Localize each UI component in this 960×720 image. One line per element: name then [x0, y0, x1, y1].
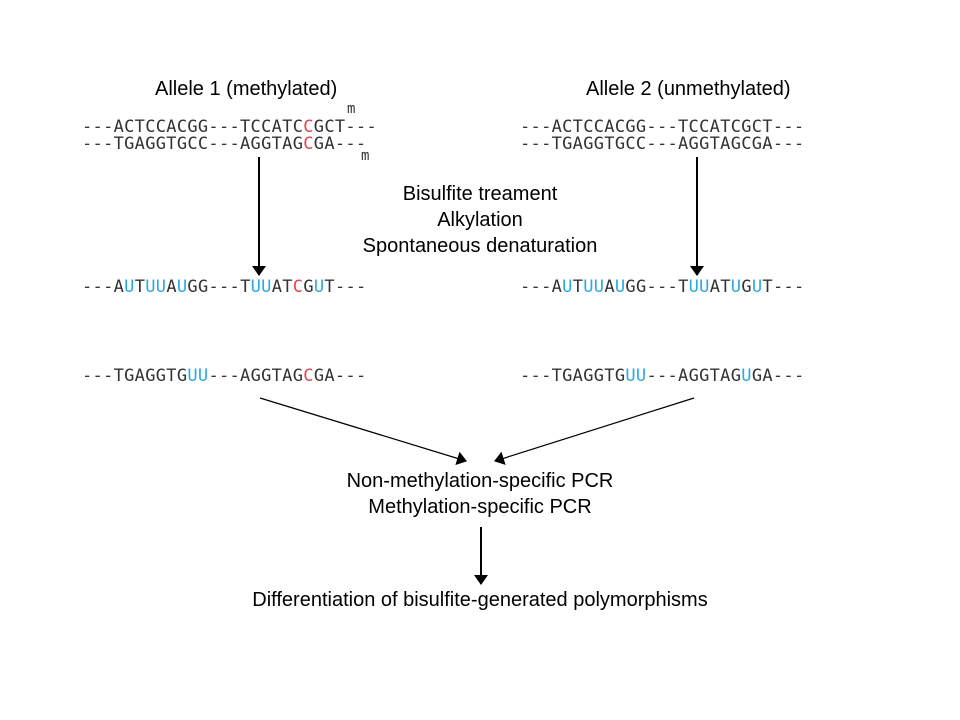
- sequence-segment: ---ACTCCACGG---TCCATC: [82, 117, 304, 137]
- allele1-converted-bottom: ---TGAGGTGUU---AGGTAGCGA---: [82, 366, 367, 386]
- sequence-segment: ---A: [82, 277, 125, 297]
- uracil-base: U: [730, 277, 742, 297]
- sequence-segment: ---TGAGGTGCC---AGGTAGCGA---: [520, 134, 805, 154]
- sequence-segment: A: [604, 277, 615, 297]
- arrow-allele2-to-pcr: [494, 397, 695, 465]
- sequence-segment: ---AGGTAG: [208, 366, 304, 386]
- treatment-step-1: Bisulfite treament: [402, 183, 558, 205]
- methyl-mark-bottom: m: [361, 148, 370, 164]
- sequence-segment: A: [166, 277, 177, 297]
- sequence-segment: GA---: [313, 366, 367, 386]
- sequence-segment: T---: [324, 277, 367, 297]
- result-text: Differentiation of bisulfite-generated p…: [252, 589, 708, 611]
- treatment-step-2: Alkylation: [437, 209, 523, 231]
- methylated-cytosine: C: [303, 134, 314, 154]
- allele1-top-strand: ---ACTCCACGG---TCCATCCGCT---: [82, 117, 377, 137]
- sequence-segment: T: [134, 277, 146, 297]
- uracil-base: U: [614, 277, 626, 297]
- sequence-segment: ---ACTCCACGG---TCCATCGCT---: [520, 117, 805, 137]
- uracil-base: U: [741, 366, 752, 386]
- sequence-segment: T---: [762, 277, 805, 297]
- sequence-segment: AT: [709, 277, 731, 297]
- allele1-converted-top: ---AUTUUAUGG---TUUATCGUT---: [82, 277, 367, 297]
- sequence-segment: T: [572, 277, 584, 297]
- sequence-segment: ---TGAGGTGCC---AGGTAG: [82, 134, 304, 154]
- sequence-segment: GG---T: [187, 277, 251, 297]
- uracil-base: UU: [145, 277, 167, 297]
- sequence-segment: G: [303, 277, 314, 297]
- sequence-segment: GA---: [313, 134, 367, 154]
- uracil-base: U: [751, 277, 763, 297]
- sequence-segment: G: [741, 277, 752, 297]
- allele1-bottom-strand: ---TGAGGTGCC---AGGTAGCGA---: [82, 134, 366, 154]
- pcr-step-1: Non-methylation-specific PCR: [346, 470, 614, 492]
- allele2-title: Allele 2 (unmethylated): [586, 78, 791, 100]
- uracil-base: UU: [250, 277, 272, 297]
- uracil-base: U: [124, 277, 135, 297]
- sequence-segment: ---A: [520, 277, 563, 297]
- uracil-base: UU: [625, 366, 647, 386]
- methyl-mark-top: m: [347, 101, 356, 117]
- allele1-title: Allele 1 (methylated): [155, 78, 338, 100]
- uracil-base: U: [562, 277, 573, 297]
- uracil-base: UU: [688, 277, 710, 297]
- uracil-base: U: [313, 277, 325, 297]
- allele2-top-strand: ---ACTCCACGG---TCCATCGCT---: [520, 117, 804, 137]
- pcr-step-2: Methylation-specific PCR: [368, 496, 592, 518]
- uracil-base: UU: [583, 277, 605, 297]
- uracil-base: UU: [187, 366, 209, 386]
- methylated-cytosine: C: [292, 277, 304, 297]
- uracil-base: U: [176, 277, 188, 297]
- arrow-allele1-to-pcr: [259, 397, 467, 466]
- sequence-segment: GG---T: [625, 277, 689, 297]
- allele2-bottom-strand: ---TGAGGTGCC---AGGTAGCGA---: [520, 134, 804, 154]
- methylated-cytosine: C: [303, 366, 314, 386]
- sequence-segment: ---TGAGGTG: [520, 366, 626, 386]
- sequence-segment: ---AGGTAG: [646, 366, 742, 386]
- sequence-segment: GA---: [751, 366, 805, 386]
- allele2-converted-bottom: ---TGAGGTGUU---AGGTAGUGA---: [520, 366, 805, 386]
- treatment-step-3: Spontaneous denaturation: [362, 235, 598, 257]
- sequence-segment: ---TGAGGTG: [82, 366, 188, 386]
- sequence-segment: GCT---: [313, 117, 377, 137]
- sequence-segment: AT: [271, 277, 293, 297]
- methylated-cytosine: C: [303, 117, 314, 137]
- allele2-converted-top: ---AUTUUAUGG---TUUATUGUT---: [520, 277, 805, 297]
